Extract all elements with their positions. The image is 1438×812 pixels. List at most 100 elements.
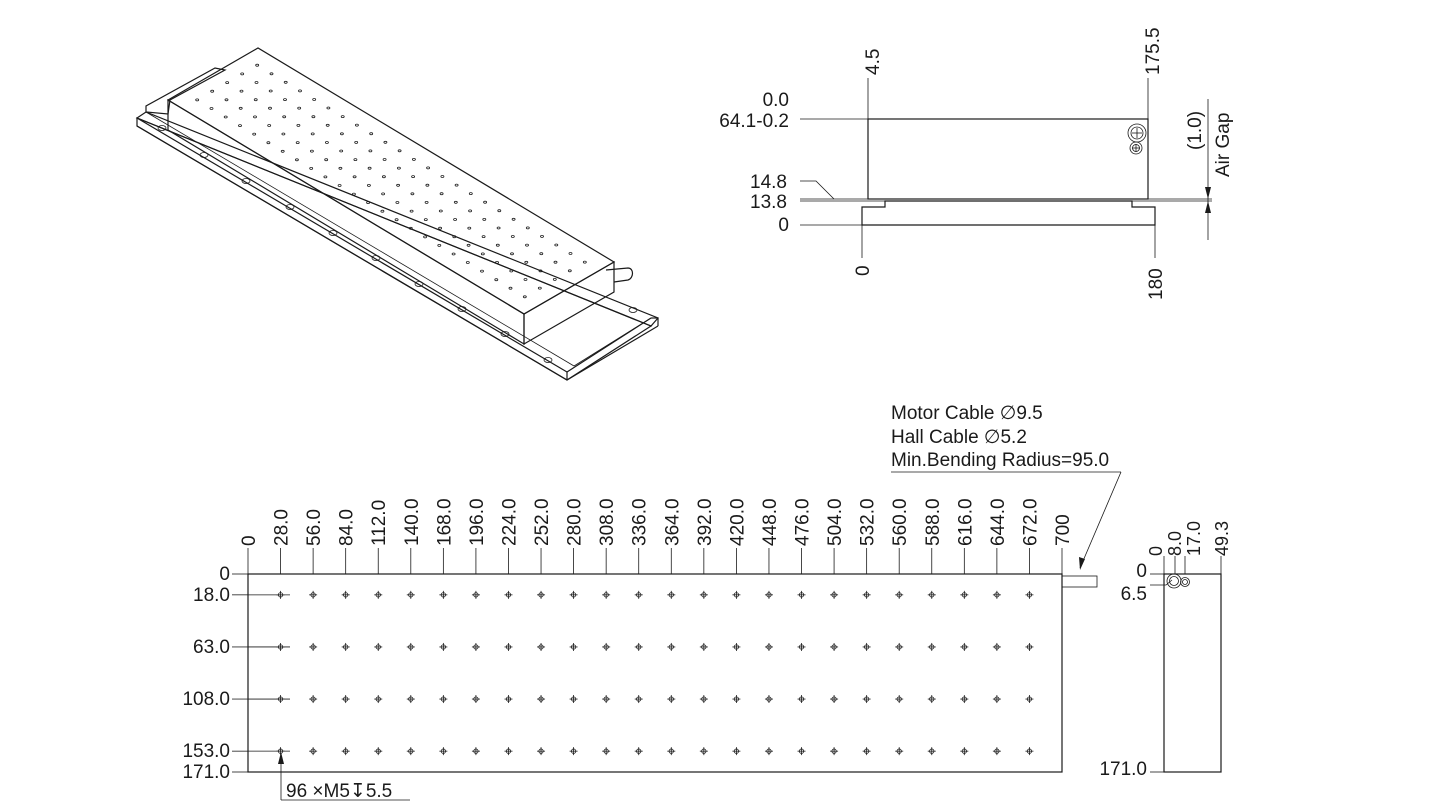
iso-hole [494, 278, 499, 282]
iso-hole [253, 115, 257, 119]
iso-hole [495, 243, 500, 247]
iso-hole [238, 124, 242, 127]
iso-hole [483, 200, 488, 204]
iso-hole [496, 226, 501, 230]
x-tick-label: 28.0 [272, 509, 293, 546]
iso-hole [438, 209, 443, 213]
iso-hole [582, 260, 587, 264]
iso-hole [396, 166, 401, 170]
side-bottom-label: 180 [1146, 268, 1167, 300]
motor-top-holes [195, 63, 587, 299]
cable-note-line: Hall Cable ∅5.2 [891, 427, 1027, 448]
iso-hole [381, 192, 386, 196]
x-tick-label: 672.0 [1020, 498, 1041, 546]
y-tick-label: 171.0 [182, 762, 230, 783]
iso-hole [298, 89, 302, 93]
iso-hole [353, 158, 358, 162]
x-tick-label: 364.0 [662, 498, 683, 546]
iso-hole [266, 141, 271, 145]
iso-hole [381, 175, 386, 179]
iso-hole [451, 252, 456, 256]
iso-hole [268, 89, 273, 93]
x-tick-label: 308.0 [597, 498, 618, 546]
iso-hole [408, 226, 413, 230]
iso-hole [255, 63, 260, 67]
iso-hole [296, 124, 301, 127]
iso-hole [295, 141, 300, 145]
cable-note: Motor Cable ∅9.5 Hall Cable ∅5.2 Min.Ben… [891, 403, 1122, 570]
x-tick-label: 112.0 [369, 500, 390, 546]
iso-hole [309, 166, 314, 170]
side-top-label: 175.5 [1143, 27, 1164, 75]
iso-hole [310, 132, 315, 136]
end-x-label: 17.0 [1184, 521, 1204, 556]
iso-hole [367, 166, 372, 170]
y-tick-label: 18.0 [193, 585, 230, 606]
y-tick-label: 63.0 [193, 637, 230, 658]
iso-hole [338, 166, 343, 170]
iso-hole [351, 192, 356, 196]
iso-hole [411, 175, 416, 179]
iso-hole [253, 98, 258, 102]
x-tick-label: 280.0 [565, 498, 586, 546]
end-x-label: 0 [1146, 546, 1166, 556]
iso-hole [439, 192, 444, 196]
x-tick-label: 252.0 [532, 498, 553, 546]
iso-hole [337, 184, 342, 187]
iso-hole [324, 141, 329, 144]
iso-hole [466, 243, 471, 247]
iso-hole [410, 192, 415, 196]
iso-hole [368, 149, 373, 153]
iso-hole [268, 106, 272, 110]
motor-top-face [166, 47, 616, 315]
iso-hole [238, 106, 243, 110]
iso-hole [239, 89, 244, 93]
iso-hole [440, 175, 445, 178]
iso-hole [323, 175, 328, 179]
iso-hole [567, 269, 572, 273]
x-tick-label: 504.0 [825, 498, 846, 546]
side-left-label: 14.8 [750, 172, 787, 193]
iso-hole [525, 243, 529, 247]
iso-hole [339, 132, 344, 136]
x-tick-label: 560.0 [890, 498, 911, 546]
iso-hole [522, 295, 527, 299]
iso-hole [209, 107, 214, 110]
iso-hole [465, 261, 470, 264]
iso-hole [324, 158, 329, 162]
end-y-label: 0 [1136, 561, 1147, 582]
end-x-label: 49.3 [1212, 521, 1232, 556]
x-tick-label: 196.0 [467, 498, 488, 546]
iso-hole [554, 243, 559, 247]
iso-hole [366, 201, 371, 205]
x-tick-label: 336.0 [630, 498, 651, 546]
iso-hole [339, 149, 344, 153]
iso-hole [280, 149, 285, 153]
iso-hole [382, 158, 387, 161]
side-top-label: 4.5 [863, 49, 884, 75]
x-tick-label: 140.0 [402, 498, 423, 546]
iso-hole [453, 200, 458, 204]
iso-hole [326, 106, 331, 110]
x-tick-label: 448.0 [760, 498, 781, 546]
side-left-label: 13.8 [750, 192, 787, 213]
end-y-label: 6.5 [1121, 584, 1147, 605]
motor-side-face [167, 98, 525, 346]
iso-hole [540, 234, 544, 238]
iso-hole [539, 252, 544, 256]
iso-hole [195, 98, 200, 102]
iso-hole [568, 252, 573, 255]
iso-hole [468, 192, 473, 196]
iso-hole [283, 80, 288, 84]
iso-hole [411, 157, 416, 161]
iso-hole [366, 183, 371, 187]
iso-hole [423, 235, 428, 239]
iso-hole [495, 260, 499, 264]
iso-hole [340, 115, 345, 118]
iso-hole [426, 166, 431, 170]
air-gap-label: Air Gap [1213, 113, 1234, 177]
y-tick-label: 0 [219, 564, 230, 585]
iso-hole [281, 132, 286, 136]
end-view: 0 8.0 17.0 49.3 0 6.5 171.0 [1099, 521, 1232, 780]
